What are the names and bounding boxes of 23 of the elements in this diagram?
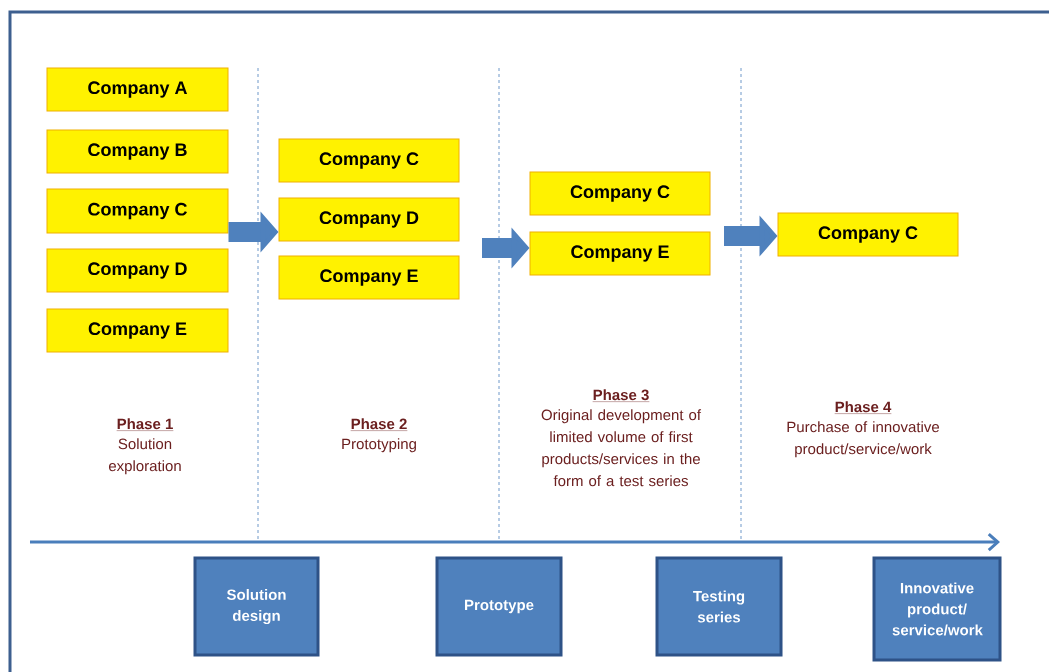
phase-description: Solution exploration <box>108 438 181 475</box>
company-box: Company C <box>46 188 229 234</box>
company-box: Company E <box>278 255 460 300</box>
phase-description: Prototyping <box>342 438 416 453</box>
phase-description: Purchase of innovative product/service/work <box>787 421 939 458</box>
company-box: Company D <box>278 197 460 242</box>
output-box: Testing series <box>655 556 783 657</box>
phase-title: Phase 1 <box>116 418 174 431</box>
phase-title: Phase 4 <box>834 401 892 414</box>
company-box: Company E <box>46 308 229 353</box>
company-box: Company B <box>46 129 229 174</box>
output-box: Solution design <box>193 556 320 657</box>
phase-description: Original development of limited volume of first products/services in the form of a test series <box>541 409 702 487</box>
company-box: Company C <box>529 171 711 216</box>
output-box: Innovative product/ service/work <box>872 556 1002 662</box>
company-box: Company C <box>777 212 959 257</box>
company-box: Company A <box>46 67 229 112</box>
company-box: Company C <box>278 138 460 183</box>
company-box: Company D <box>46 248 229 293</box>
phase-title: Phase 3 <box>592 389 650 402</box>
output-box: Prototype <box>435 556 563 657</box>
phase-title: Phase 2 <box>350 418 408 431</box>
company-box: Company E <box>529 231 711 276</box>
